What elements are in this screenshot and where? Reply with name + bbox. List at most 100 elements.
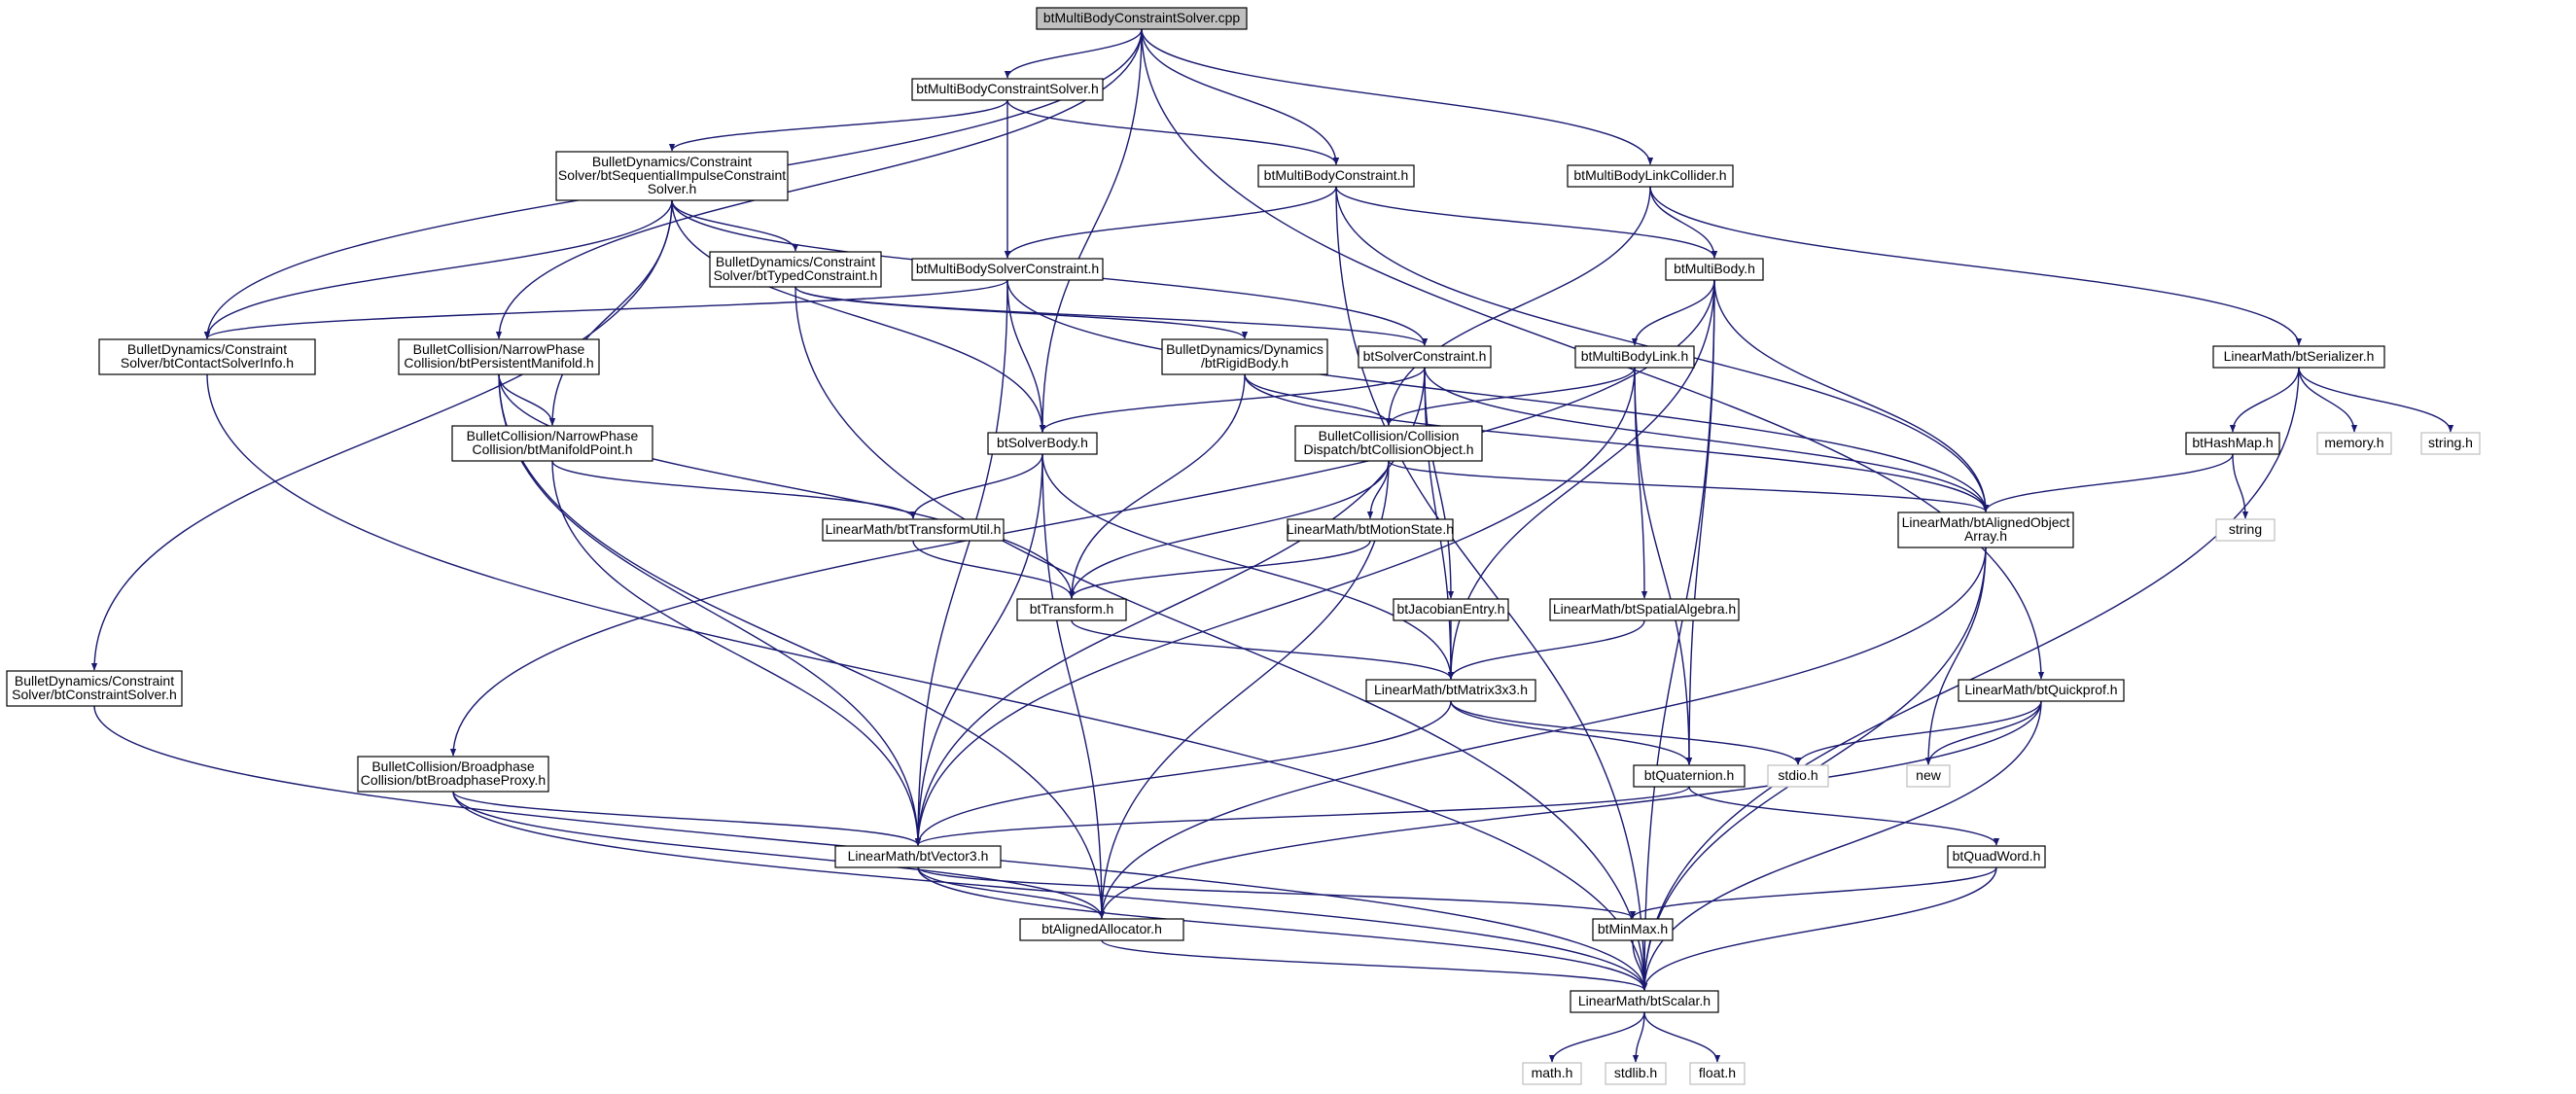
edge-typed-to-sc [794, 286, 1429, 346]
node-q[interactable]: btQuaternion.h [1633, 764, 1746, 788]
node-mbl[interactable]: btMultiBodyLink.h [1574, 345, 1695, 369]
node-label: BulletDynamics/Constraint [15, 673, 174, 688]
node-mblc[interactable]: btMultiBodyLinkCollider.h [1567, 164, 1734, 188]
node-box [1958, 679, 2125, 702]
node-seq[interactable]: BulletDynamics/ConstraintSolver/btSequen… [555, 151, 789, 201]
node-ser[interactable]: LinearMath/btSerializer.h [2212, 345, 2385, 369]
node-label: float.h [1699, 1065, 1736, 1080]
node-mbsc[interactable]: btMultiBodySolverConstraint.h [911, 258, 1104, 281]
node-box [1365, 679, 1536, 702]
node-mbc[interactable]: btMultiBodyConstraint.h [1257, 164, 1415, 188]
node-label: Collision/btBroadphaseProxy.h [361, 772, 546, 788]
node-qw[interactable]: btQuadWord.h [1947, 845, 2046, 868]
node-sc[interactable]: btSolverConstraint.h [1358, 345, 1492, 369]
node-label: btMinMax.h [1598, 921, 1668, 936]
node-csol[interactable]: BulletDynamics/ConstraintSolver/btConstr… [6, 670, 183, 707]
node-sc2[interactable]: LinearMath/btScalar.h [1570, 990, 1719, 1013]
node-label: btMultiBodySolverConstraint.h [916, 261, 1099, 276]
edge-hm-to-aoa [1982, 453, 2234, 512]
node-co[interactable]: BulletCollision/CollisionDispatch/btColl… [1294, 425, 1483, 462]
edge-root-to-sb [1039, 28, 1143, 433]
edge-mbcs_h-to-seq [668, 99, 1008, 152]
node-box [822, 518, 1005, 542]
node-box [1665, 258, 1764, 281]
node-label: LinearMath/btSerializer.h [2224, 348, 2375, 364]
node-label: LinearMath/btTransformUtil.h [826, 521, 1002, 537]
node-sa[interactable]: LinearMath/btSpatialAlgebra.h [1549, 598, 1740, 621]
edge-mbsc-to-csi [204, 279, 1008, 339]
edge-mbc-to-sc2 [1335, 186, 1648, 991]
node-label: Solver/btTypedConstraint.h [714, 267, 878, 283]
node-label: math.h [1532, 1065, 1573, 1080]
edge-mp-to-tu [551, 460, 917, 519]
node-box [1689, 1062, 1746, 1085]
node-v3[interactable]: LinearMath/btVector3.h [834, 845, 1002, 868]
edge-qp-to-aa [1098, 700, 2042, 919]
node-label: BulletDynamics/Constraint [716, 254, 875, 269]
node-box [1016, 598, 1127, 621]
node-pm[interactable]: BulletCollision/NarrowPhaseCollision/btP… [398, 338, 600, 375]
node-box [1897, 512, 2074, 548]
node-je[interactable]: btJacobianEntry.h [1393, 598, 1509, 621]
node-label: BulletCollision/NarrowPhase [467, 428, 639, 443]
edge-q-to-qw [1688, 786, 2000, 846]
edge-mbsc-to-v3 [914, 279, 1008, 846]
node-box [709, 251, 882, 288]
node-box [1947, 845, 2046, 868]
edge-seq-to-typed [671, 199, 799, 252]
edge-q-to-v3 [914, 786, 1690, 846]
node-mb[interactable]: btMultiBody.h [1665, 258, 1764, 281]
node-label: btMultiBodyConstraintSolver.cpp [1043, 10, 1241, 25]
edge-rb-to-tr [1068, 373, 1246, 599]
node-box [2420, 432, 2481, 455]
node-box [1294, 425, 1483, 462]
edge-bp-to-v3 [452, 791, 922, 846]
node-mp[interactable]: BulletCollision/NarrowPhaseCollision/btM… [451, 425, 653, 462]
node-mm[interactable]: btMinMax.h [1592, 918, 1674, 941]
node-sb[interactable]: btSolverBody.h [987, 432, 1098, 455]
node-label: Solver/btContactSolverInfo.h [121, 355, 294, 371]
edge-aoa-to-new [1924, 547, 1987, 765]
node-label: LinearMath/btSpatialAlgebra.h [1553, 601, 1736, 617]
node-ms[interactable]: LinearMath/btMotionState.h [1287, 518, 1454, 542]
edge-tu-to-tr [912, 540, 1076, 599]
node-mbcs_h[interactable]: btMultiBodyConstraintSolver.h [911, 78, 1104, 101]
node-csi[interactable]: BulletDynamics/ConstraintSolver/btContac… [98, 338, 316, 375]
node-tr[interactable]: btTransform.h [1016, 598, 1127, 621]
node-box [2215, 518, 2276, 542]
node-box [98, 338, 316, 375]
node-bp[interactable]: BulletCollision/BroadphaseCollision/btBr… [357, 756, 549, 793]
node-box [1522, 1062, 1582, 1085]
node-tu[interactable]: LinearMath/btTransformUtil.h [822, 518, 1005, 542]
edge-hm-to-string [2232, 453, 2249, 519]
node-label: stdlib.h [1614, 1065, 1657, 1080]
node-label: BulletDynamics/Constraint [127, 341, 287, 357]
edge-m33-to-q [1450, 700, 1693, 765]
edge-sb-to-v3 [914, 453, 1043, 846]
edge-mp-to-v3 [551, 460, 922, 846]
node-root[interactable]: btMultiBodyConstraintSolver.cpp [1036, 7, 1248, 30]
node-box [1570, 990, 1719, 1013]
edge-seq-to-sb [671, 199, 1046, 433]
edge-v3-to-aa [917, 866, 1106, 919]
edge-bp-to-aa [452, 791, 1106, 919]
node-label: LinearMath/btMotionState.h [1287, 521, 1454, 537]
node-label: btAlignedAllocator.h [1041, 921, 1162, 936]
edge-mbsc-to-sb [1006, 279, 1046, 433]
edge-mblc-to-co [1385, 186, 1651, 426]
node-box [1549, 598, 1740, 621]
edge-pm-to-aa [498, 373, 1106, 919]
node-hm[interactable]: btHashMap.h [2185, 432, 2280, 455]
edge-sb-to-m33 [1041, 453, 1455, 680]
node-rb[interactable]: BulletDynamics/Dynamics/btRigidBody.h [1161, 338, 1328, 375]
edge-pm-to-mp [498, 373, 556, 426]
node-aa[interactable]: btAlignedAllocator.h [1019, 918, 1184, 941]
edge-aoa-to-aa [1098, 547, 1987, 919]
node-qp[interactable]: LinearMath/btQuickprof.h [1958, 679, 2125, 702]
node-typed[interactable]: BulletDynamics/ConstraintSolver/btTypedC… [709, 251, 882, 288]
node-box [911, 78, 1104, 101]
node-box [555, 151, 789, 201]
edge-root-to-pm [495, 28, 1143, 339]
node-m33[interactable]: LinearMath/btMatrix3x3.h [1365, 679, 1536, 702]
